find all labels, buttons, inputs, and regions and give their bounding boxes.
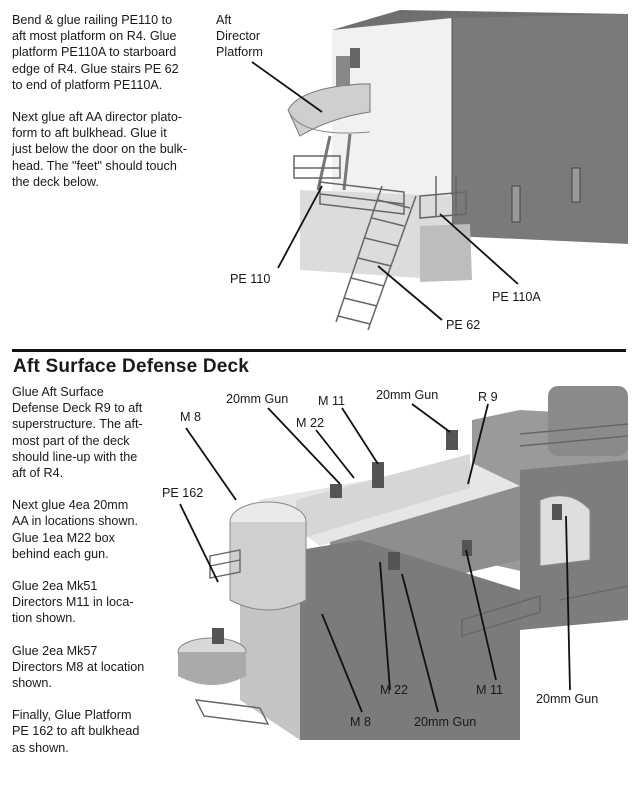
top-superstructure-render [251,10,628,331]
label-m11-top: M 11 [318,394,346,408]
label-m8-bottom: M 8 [350,715,371,729]
label-m8-top: M 8 [180,410,201,424]
top-instructions-paragraph-1: Bend & glue railing PE110 to aft most pl… [12,13,179,92]
label-m22-top: M 22 [296,416,324,430]
top-instructions-paragraph-2: Next glue aft AA director plato- form to… [12,110,188,189]
label-pe162: PE 162 [162,486,204,500]
bottom-instructions-paragraph-5: Finally, Glue Platform PE 162 to aft bul… [12,708,140,755]
label-20mm-gun-bottom: 20mm Gun [414,715,477,729]
top-instructions: Bend & glue railing PE110 to aft most pl… [12,12,212,206]
label-20mm-gun-top-right: 20mm Gun [376,388,439,402]
bottom-instructions-paragraph-4: Glue 2ea Mk57 Directors M8 at location s… [12,643,145,691]
label-aft-director-platform: Aft Director Platform [216,13,263,60]
label-pe62: PE 62 [446,318,481,332]
label-pe110: PE 110 [230,272,271,286]
section-divider [12,349,626,352]
section-heading: Aft Surface Defense Deck [13,356,250,377]
label-m11-bottom: M 11 [476,683,504,697]
label-pe110a: PE 110A [492,290,541,304]
label-20mm-gun-bottom-right: 20mm Gun [536,692,599,706]
label-r9: R 9 [478,390,498,404]
bottom-deck-render [177,386,629,740]
label-20mm-gun-top-left: 20mm Gun [226,392,289,406]
bottom-instructions-paragraph-3: Glue 2ea Mk51 Directors M11 in loca- tio… [12,579,134,626]
bottom-instructions: Glue Aft Surface Defense Deck R9 to aft … [12,384,162,772]
bottom-instructions-paragraph-1: Glue Aft Surface Defense Deck R9 to aft … [12,385,143,481]
label-m22-bottom: M 22 [380,683,408,697]
bottom-instructions-paragraph-2: Next glue 4ea 20mm AA in locations shown… [12,498,139,561]
